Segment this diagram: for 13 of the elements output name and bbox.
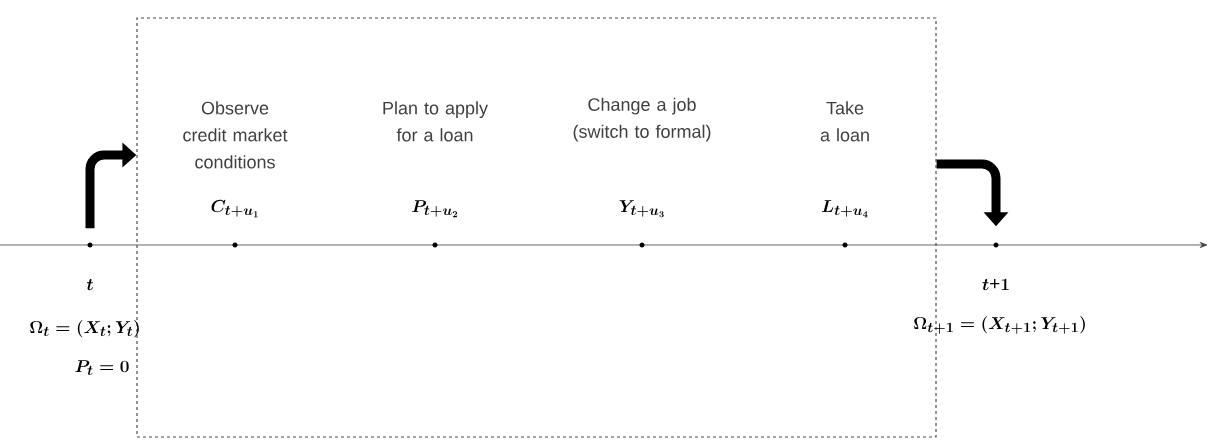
formula-label: $C_{t+u_1}$	[211, 199, 258, 218]
formula-label: $Y_{t+u_3}$	[619, 200, 664, 218]
formula-label: $\Omega_{t+1} = (X_{t+1}; Y_{t+1})$	[914, 316, 1085, 334]
formula-label: $L_{t+u_4}$	[821, 200, 868, 218]
formula-label: $P_{t+u_2}$	[412, 200, 458, 218]
formula-label: $t\text{+}1$	[982, 278, 1009, 291]
event-label: Observe credit market conditions	[183, 101, 288, 169]
event-label: Change a job (switch to formal)	[573, 97, 711, 142]
formula-label: $P_t = 0$	[75, 360, 129, 376]
formula-label: $t$	[86, 278, 93, 291]
event-label: Take a loan	[820, 101, 869, 142]
formula-label: $\Omega_t = (X_t; Y_t)$	[30, 320, 139, 338]
event-label: Plan to apply for a loan	[383, 101, 488, 142]
